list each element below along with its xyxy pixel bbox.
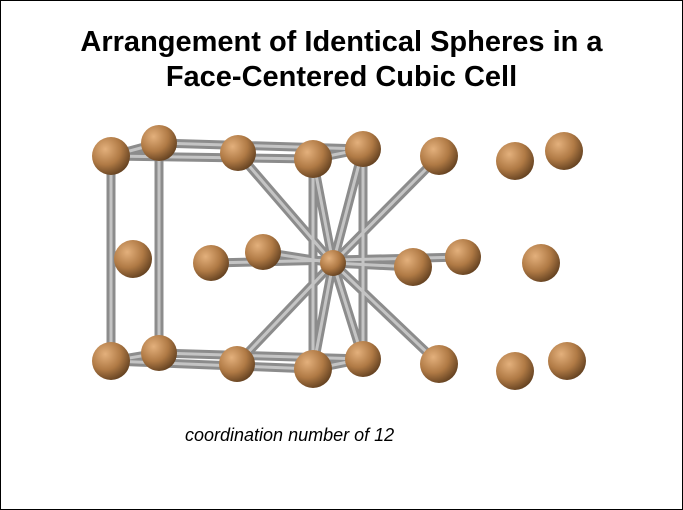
sphere-r3 bbox=[522, 244, 560, 282]
sphere-cFr bbox=[394, 248, 432, 286]
rod-highlight-bBL-bBR bbox=[157, 351, 365, 361]
sphere-botMidF bbox=[219, 346, 255, 382]
sphere-r2 bbox=[545, 132, 583, 170]
sphere-cL bbox=[193, 245, 229, 281]
rod-highlight-cen-tMidF bbox=[236, 151, 335, 265]
sphere-cR bbox=[445, 239, 481, 275]
rod-highlight-cen-bTR bbox=[331, 147, 365, 265]
title-line-2: Face-Centered Cubic Cell bbox=[165, 61, 518, 93]
sphere-bTR bbox=[345, 131, 381, 167]
sphere-leftMid bbox=[114, 240, 152, 278]
sphere-tMidF bbox=[220, 135, 256, 171]
sphere-aBR bbox=[420, 345, 458, 383]
rod-highlight-cen-botMidF bbox=[235, 261, 335, 366]
rod-highlight-cen-aBR bbox=[331, 261, 441, 366]
sphere-fBR bbox=[294, 350, 332, 388]
sphere-bTL bbox=[141, 125, 177, 161]
sphere-bBL bbox=[141, 335, 177, 371]
rod-highlight-bTL-bTR bbox=[157, 141, 365, 151]
sphere-r4 bbox=[496, 352, 534, 390]
sphere-fBL bbox=[92, 342, 130, 380]
sphere-aTR bbox=[420, 137, 458, 175]
sphere-cBk bbox=[245, 234, 281, 270]
sphere-r1 bbox=[496, 142, 534, 180]
spheres-group bbox=[92, 125, 586, 390]
sphere-fTL bbox=[92, 137, 130, 175]
sphere-cen bbox=[320, 250, 346, 276]
title-line-1: Arrangement of Identical Spheres in a bbox=[80, 26, 603, 58]
sphere-fTR bbox=[294, 140, 332, 178]
sphere-r5 bbox=[548, 342, 586, 380]
rod-highlight-cen-aTR bbox=[331, 154, 441, 265]
caption: coordination number of 12 bbox=[185, 425, 395, 445]
rod-highlight-fTL-fTR bbox=[109, 154, 315, 161]
sphere-bBR bbox=[345, 341, 381, 377]
page-title: Arrangement of Identical Spheres in a Fa… bbox=[1, 25, 682, 95]
